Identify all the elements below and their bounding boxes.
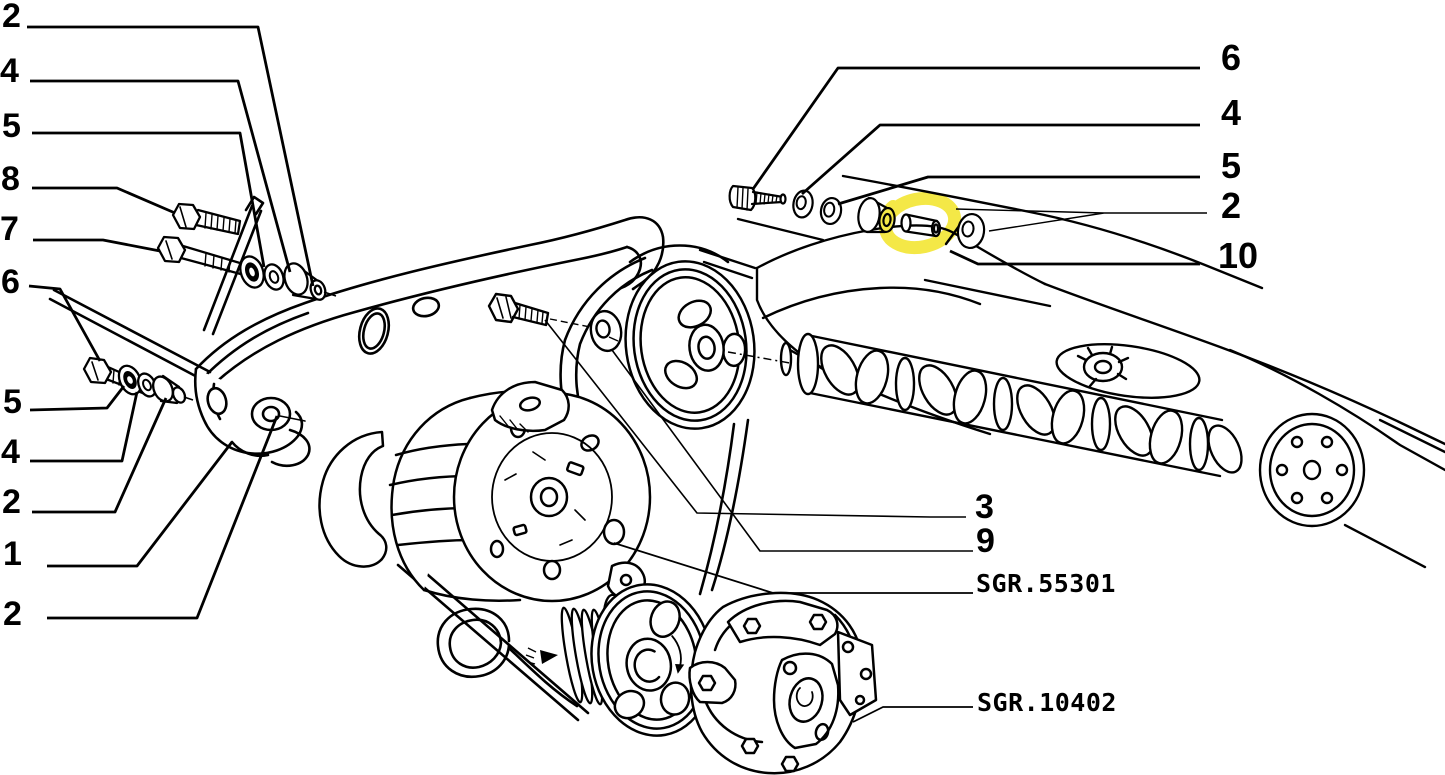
callout-left-2c[interactable]: 2 [3, 595, 22, 633]
callout-right-10[interactable]: 10 [1218, 235, 1258, 276]
callout-right-4[interactable]: 4 [1221, 92, 1241, 133]
callout-left-1[interactable]: 1 [3, 535, 22, 573]
callout-labels: 2 4 5 8 7 6 5 4 2 1 2 6 4 5 2 10 3 9 SGR… [0, 0, 1258, 717]
callout-right-2[interactable]: 2 [1221, 185, 1241, 226]
pump-bolts [697, 613, 828, 773]
camshaft-flange [1258, 412, 1366, 528]
stud-6-right [728, 184, 787, 212]
callout-left-2a[interactable]: 2 [2, 0, 21, 35]
washer-9 [589, 309, 623, 353]
bolt-axis-line [549, 318, 591, 328]
callout-center-9[interactable]: 9 [976, 522, 995, 560]
callout-left-5b[interactable]: 5 [3, 383, 22, 421]
assembly-axis-line [727, 351, 791, 364]
callout-center-3[interactable]: 3 [975, 488, 994, 526]
hatch-marks [525, 647, 537, 665]
callout-right-6[interactable]: 6 [1221, 37, 1241, 78]
part-highlight-marker[interactable] [878, 191, 962, 255]
callout-left-6[interactable]: 6 [1, 263, 20, 301]
bushing-2-top [283, 262, 337, 301]
crank-pulley [590, 583, 714, 737]
washer-4-top [263, 263, 285, 291]
washer-5-top [239, 255, 265, 289]
group-label-sgr-10402[interactable]: SGR.10402 [977, 688, 1117, 717]
leader-lines [27, 25, 1207, 723]
alternator-bracket [48, 195, 665, 468]
oil-cap-icon [1076, 345, 1130, 388]
timing-arrow [540, 650, 558, 664]
alternator [318, 380, 652, 603]
bolt-3 [487, 292, 550, 327]
bushing-2-bottom [152, 374, 194, 405]
camshaft [779, 332, 1366, 528]
callout-left-5a[interactable]: 5 [2, 107, 21, 145]
callout-right-5[interactable]: 5 [1221, 145, 1241, 186]
callout-left-8[interactable]: 8 [1, 160, 20, 198]
washer-5-right [819, 196, 843, 226]
washer-4-right [792, 189, 814, 219]
bolt-7 [156, 235, 252, 278]
group-label-sgr-55301[interactable]: SGR.55301 [976, 569, 1116, 598]
water-pump [688, 591, 878, 775]
callout-left-4a[interactable]: 4 [0, 52, 19, 90]
callout-left-2b[interactable]: 2 [2, 483, 21, 521]
callout-left-4b[interactable]: 4 [1, 433, 20, 471]
callout-left-7[interactable]: 7 [0, 210, 19, 248]
top-pulley [624, 260, 756, 430]
bolt-8 [171, 202, 242, 236]
